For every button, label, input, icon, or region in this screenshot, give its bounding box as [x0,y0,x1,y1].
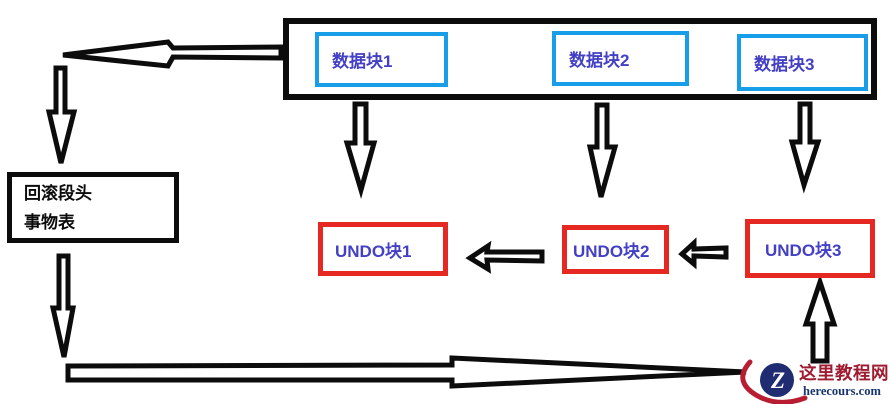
arrow-datablock3-to-undo3 [788,101,822,194]
rollback-segment-line2: 事物表 [24,212,75,232]
undo-block-2-label: UNDO块2 [573,242,650,261]
watermark-site-name: 这里教程网 [799,363,889,383]
arrow-container-to-left [62,39,284,69]
data-block-3-label: 数据块3 [754,55,815,74]
arrow-down-to-rollback-box [45,65,78,164]
undo-block-1-label: UNDO块1 [335,241,412,261]
rollback-segment-box: 回滚段头 事物表 [7,172,179,243]
data-blocks-container [283,18,877,100]
watermark-logo: Z [740,359,808,404]
arrow-bottom-long-right [65,355,747,389]
data-block-2: 数据块2 [552,31,689,86]
data-block-1-label: 数据块1 [332,52,393,71]
logo-letter: Z [770,368,785,393]
undo-block-1: UNDO块1 [318,222,448,276]
undo-block-3: UNDO块3 [745,219,875,278]
undo-block-3-label: UNDO块3 [765,241,842,260]
arrow-rollback-to-chain [49,253,77,358]
data-block-3: 数据块3 [737,34,868,91]
undo-block-2: UNDO块2 [562,225,669,274]
arrow-undo2-to-undo1 [465,240,545,274]
arrow-datablock1-to-undo1 [343,101,378,200]
data-block-1: 数据块1 [315,32,448,87]
arrow-undo3-to-undo2 [678,237,729,270]
logo-circle [760,363,794,397]
arrow-chain-to-undo3 [802,274,838,364]
logo-swoosh [740,359,808,404]
data-block-2-label: 数据块2 [569,51,630,70]
rollback-segment-line1: 回滚段头 [24,183,92,203]
arrow-datablock2-to-undo2 [586,102,619,198]
watermark-site-url: herecours.com [803,384,881,398]
